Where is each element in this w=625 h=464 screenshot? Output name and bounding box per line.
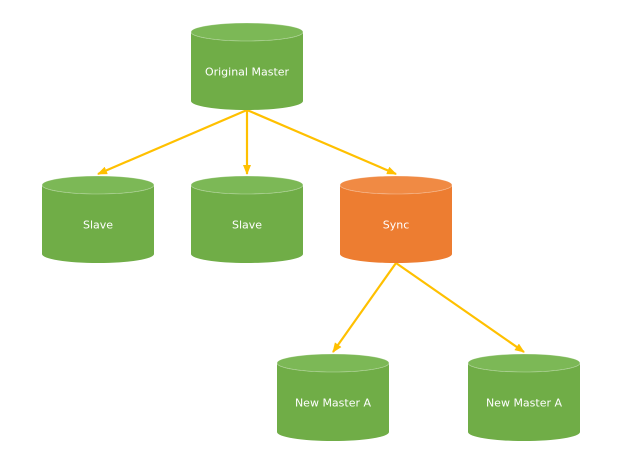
cylinder-body [277,363,389,441]
cylinder-body [340,185,452,263]
cylinder-top [467,353,581,373]
node-original-master: Original Master [190,22,304,110]
node-new-master-a-2: New Master A [467,353,581,441]
arrow-original-master-to-sync [246,108,397,176]
arrow-original-master-to-slave-1 [97,108,248,176]
node-label: New Master A [486,397,563,410]
arrow-sync-to-new-master-a-2 [395,262,525,353]
edges [97,108,525,353]
node-slave-2: Slave [190,175,304,263]
arrow-sync-to-new-master-a-1 [332,262,397,353]
node-label: New Master A [295,397,372,410]
node-label: Slave [83,219,113,232]
cylinder-body [42,185,154,263]
cylinder-top [276,353,390,373]
cylinder-top [41,175,155,195]
cylinder-top [339,175,453,195]
node-slave-1: Slave [41,175,155,263]
node-sync: Sync [339,175,453,263]
cylinder-top [190,22,304,42]
node-label: Sync [383,219,410,232]
cylinder-top [190,175,304,195]
cylinder-body [468,363,580,441]
node-label: Slave [232,219,262,232]
node-new-master-a-1: New Master A [276,353,390,441]
cylinder-body [191,185,303,263]
node-label: Original Master [205,66,290,79]
cylinder-body [191,32,303,110]
